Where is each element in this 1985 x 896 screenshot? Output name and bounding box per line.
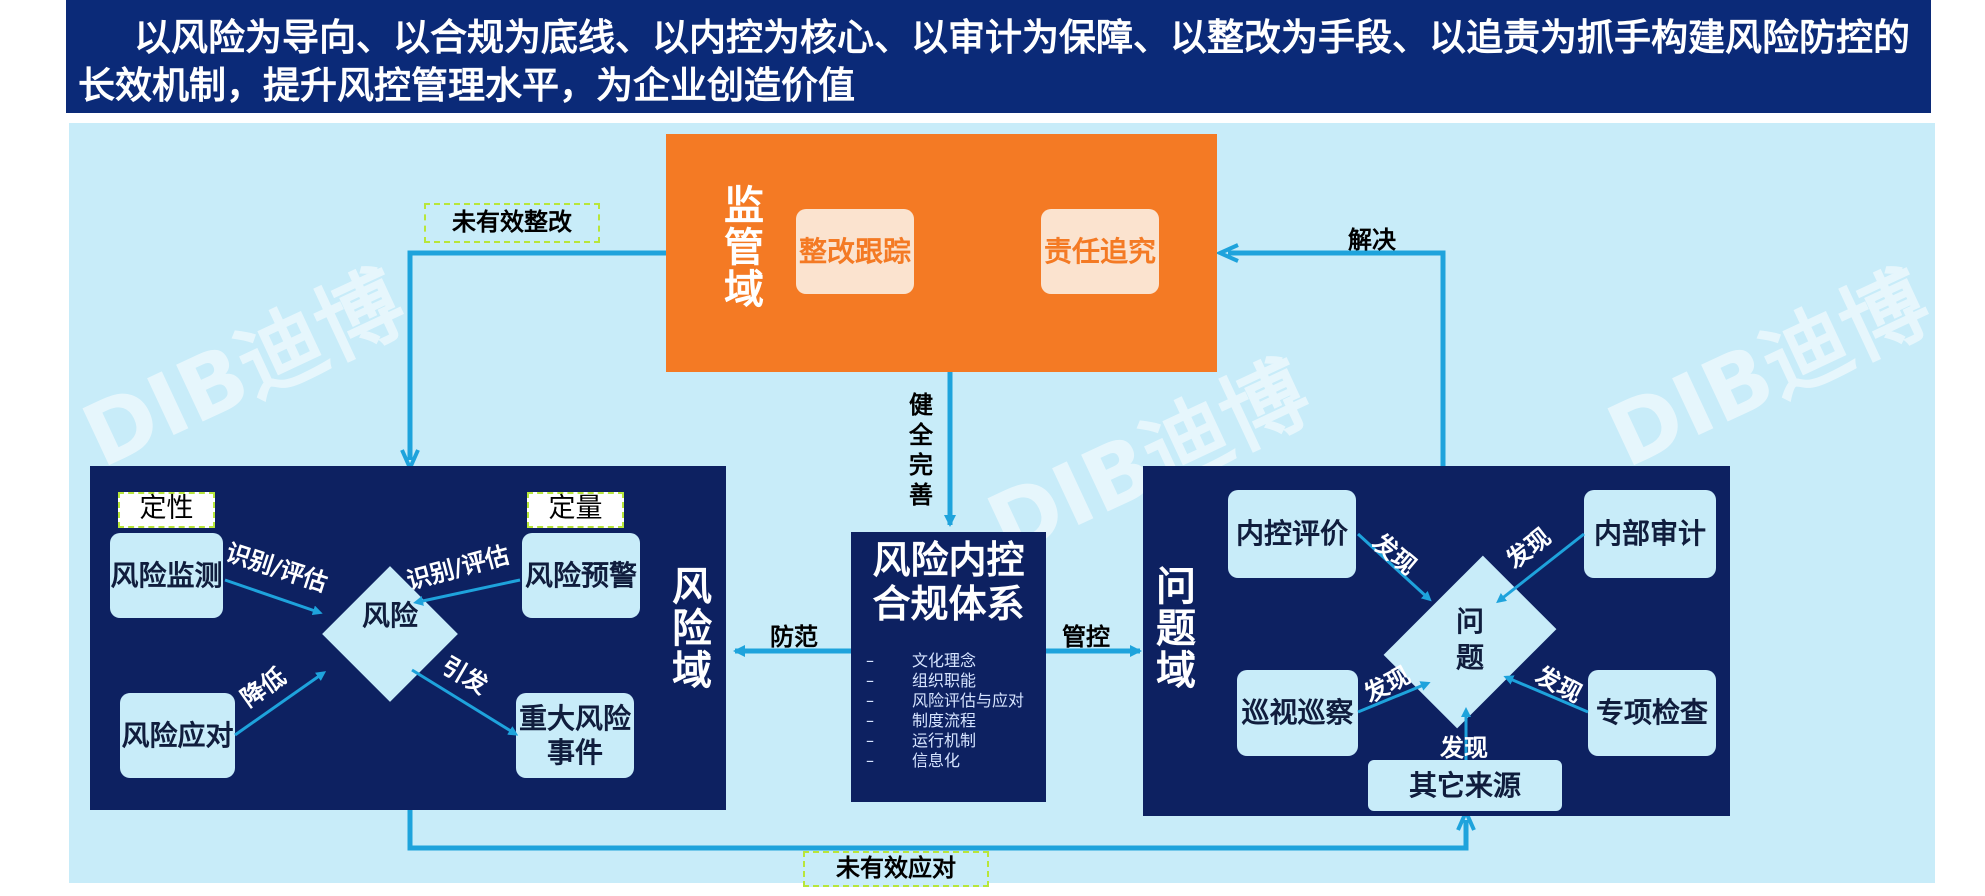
supervision-domain-title: 监管域 — [717, 184, 763, 310]
list-item: –文化理念 — [866, 651, 977, 670]
tag-quantitative: 定量 — [527, 492, 624, 528]
risk-warning-box: 风险预警 — [522, 533, 640, 618]
special-check-box: 专项检查 — [1588, 670, 1716, 756]
ic-evaluation-box: 内控评价 — [1228, 490, 1356, 578]
list-item: –组织职能 — [866, 671, 977, 690]
label-not-effective-rectify: 未有效整改 — [424, 203, 600, 243]
page-title: 以风险为导向、以合规为底线、以内控为核心、以审计为保障、以整改为手段、以追责为抓… — [66, 0, 1931, 113]
risk-ic-compliance-system — [851, 532, 1046, 802]
rectification-tracking-box: 整改跟踪 — [796, 209, 914, 294]
list-item: –信息化 — [866, 751, 961, 770]
label-improve: 健全完善 — [909, 391, 933, 509]
risk-diamond-label: 风险 — [361, 599, 418, 632]
internal-audit-box: 内部审计 — [1584, 490, 1716, 578]
core-system-list: –文化理念 –组织职能 –风险评估与应对 –制度流程 –运行机制 –信息化 — [866, 651, 1041, 771]
accountability-box: 责任追究 — [1041, 209, 1159, 294]
inspection-box: 巡视巡察 — [1237, 670, 1358, 756]
major-risk-event-box: 重大风险事件 — [516, 693, 634, 778]
risk-response-box: 风险应对 — [120, 693, 235, 778]
tag-qualitative: 定性 — [118, 492, 215, 528]
issue-diamond-label: 问题 — [1455, 605, 1484, 674]
risk-monitoring-box: 风险监测 — [110, 533, 223, 618]
label-prevent: 防范 — [770, 623, 818, 651]
list-item: –制度流程 — [866, 711, 977, 730]
issue-domain-title: 问题域 — [1149, 565, 1195, 691]
core-system-title: 风险内控合规体系 — [872, 538, 1025, 626]
label-control: 管控 — [1062, 623, 1110, 651]
label-found: 发现 — [1440, 734, 1488, 762]
list-item: –风险评估与应对 — [866, 691, 1025, 710]
list-item: –运行机制 — [866, 731, 977, 750]
risk-domain-title: 风险域 — [665, 565, 711, 691]
label-resolve: 解决 — [1348, 226, 1396, 254]
label-not-effective-response: 未有效应对 — [803, 851, 989, 887]
other-sources-box: 其它来源 — [1368, 760, 1562, 811]
